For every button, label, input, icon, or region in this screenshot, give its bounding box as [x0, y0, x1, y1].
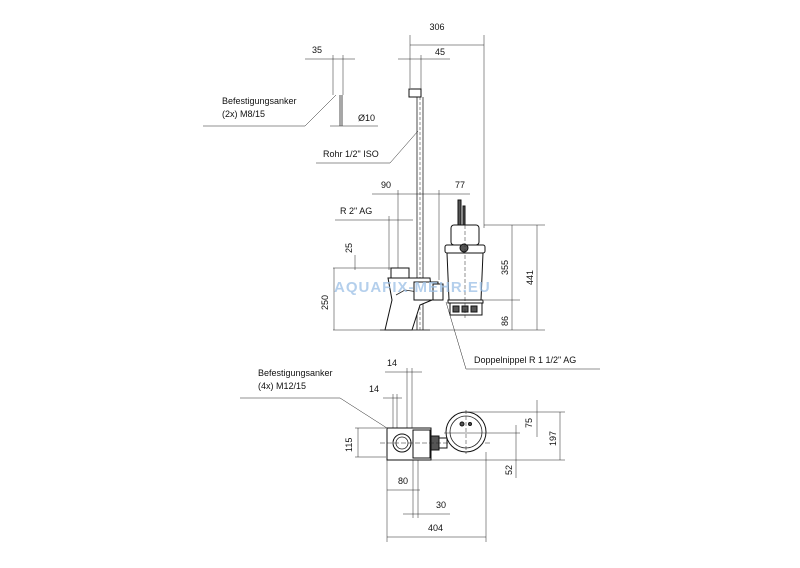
- anchor-label-line2: (2x) M8/15: [222, 109, 265, 119]
- motor-top: [444, 410, 520, 454]
- dimension-right: 75 197 52: [431, 400, 565, 478]
- dim-30-label: 30: [436, 500, 446, 510]
- dim-441-label: 441: [525, 270, 535, 285]
- thread-dimension: R 2" AG: [335, 206, 413, 270]
- nipple-label: Doppelnippel R 1 1/2" AG: [474, 355, 576, 365]
- dimension-306: 306: [409, 22, 485, 228]
- dim-355-label: 355: [500, 260, 510, 275]
- dimension-90-77: 90 77: [372, 180, 470, 280]
- dim-404-label: 404: [428, 523, 443, 533]
- pump-body: [444, 199, 486, 318]
- dim-250-label: 250: [320, 295, 330, 310]
- pipe-label: Rohr 1/2" ISO: [323, 149, 379, 159]
- dim-75-label: 75: [524, 418, 534, 428]
- dimension-115: 115: [344, 427, 386, 458]
- dim-52-label: 52: [504, 465, 514, 475]
- dimension-45: 45: [398, 47, 450, 97]
- anchor-callout-4x: Befestigungsanker (4x) M12/15: [240, 368, 391, 431]
- dimension-25: 25: [344, 243, 356, 270]
- dim-77-label: 77: [455, 180, 465, 190]
- dim-197-label: 197: [548, 431, 558, 446]
- dim-306-label: 306: [429, 22, 444, 32]
- anchor4-label-line1: Befestigungsanker: [258, 368, 333, 378]
- dim-14-top-label: 14: [387, 358, 397, 368]
- nipple-callout: Doppelnippel R 1 1/2" AG: [445, 301, 600, 370]
- anchor-bolt: Ø10: [330, 95, 378, 127]
- dim-86-label: 86: [500, 316, 510, 326]
- dim-14-left-label: 14: [369, 384, 379, 394]
- base-plate: [380, 427, 490, 461]
- dimension-250: 250: [320, 267, 395, 330]
- pipe-callout: Rohr 1/2" ISO: [316, 130, 419, 164]
- dim-45-label: 45: [435, 47, 445, 57]
- anchor4-label-line2: (4x) M12/15: [258, 381, 306, 391]
- dim-115-label: 115: [344, 438, 354, 452]
- dim-35-label: 35: [312, 45, 322, 55]
- watermark: AQUAFIX-MEHR.EU: [334, 279, 491, 296]
- dimension-bottom: 80 30 404: [386, 452, 487, 542]
- coupling-foot: [380, 267, 444, 331]
- dimension-14-top: 14: [385, 358, 422, 430]
- anchor-callout: Befestigungsanker (2x) M8/15: [203, 94, 337, 127]
- thread-label: R 2" AG: [340, 206, 372, 216]
- side-view: 306 45 35 Ø10 Befestigungsanker (2x) M8/…: [203, 22, 600, 370]
- dimension-heights: 355 441 86: [333, 224, 545, 331]
- dim-80-label: 80: [398, 476, 408, 486]
- dim-90-label: 90: [381, 180, 391, 190]
- dim-25-label: 25: [344, 243, 354, 253]
- top-view: 14 14 Befestigungsanker (4x) M12/15 115: [240, 358, 565, 542]
- anchor-label-line1: Befestigungsanker: [222, 96, 297, 106]
- dim-diameter-label: Ø10: [358, 113, 375, 123]
- dimension-14-left: 14: [369, 384, 402, 430]
- dimension-35: 35: [305, 45, 355, 95]
